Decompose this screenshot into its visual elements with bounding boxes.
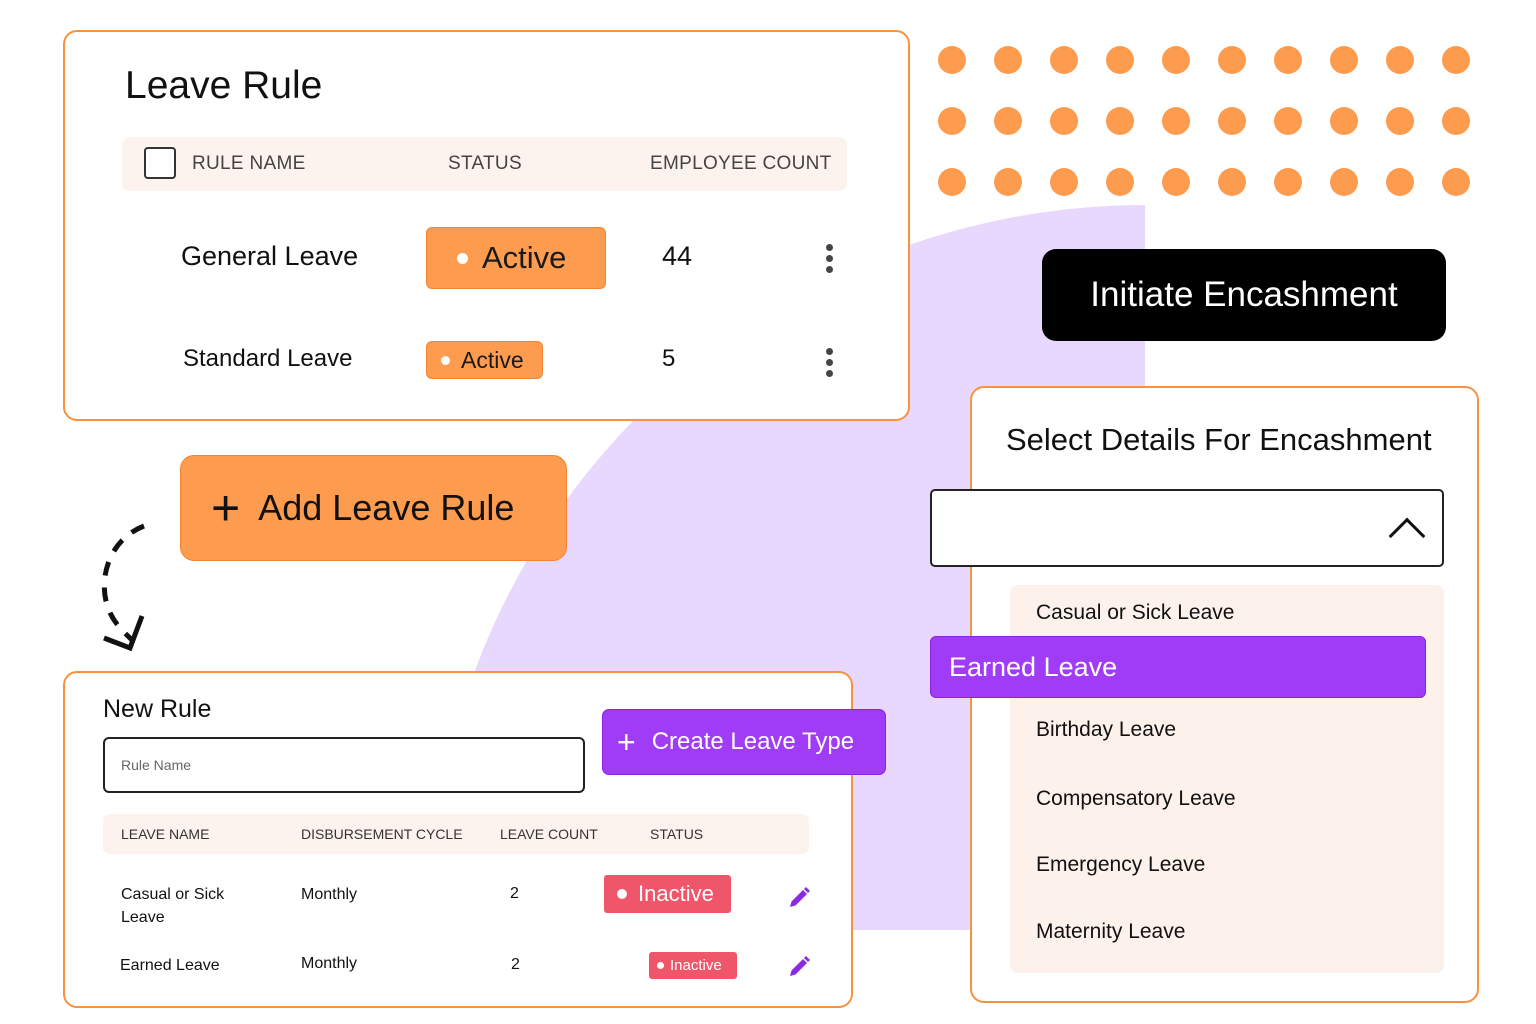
status-badge: Inactive <box>604 875 731 913</box>
dot-pattern <box>938 46 1478 196</box>
dropdown-option[interactable]: Compensatory Leave <box>1036 787 1236 810</box>
disbursement-cycle: Monthly <box>301 886 358 903</box>
add-leave-rule-button[interactable]: + Add Leave Rule <box>180 455 567 561</box>
rule-name-input[interactable]: Rule Name <box>103 737 585 793</box>
col-leave-name: LEAVE NAME <box>121 826 210 842</box>
dropdown-option-selected[interactable]: Earned Leave <box>930 636 1426 698</box>
disbursement-cycle: Monthly <box>301 955 358 972</box>
col-rule-name: RULE NAME <box>192 153 306 174</box>
leave-rule-table-header: RULE NAME STATUS EMPLOYEE COUNT <box>122 137 847 191</box>
employee-count: 44 <box>662 241 693 271</box>
new-rule-title: New Rule <box>103 695 212 723</box>
status-dot-icon <box>657 962 664 969</box>
leave-count: 2 <box>510 885 519 902</box>
col-disbursement-cycle: DISBURSEMENT CYCLE <box>301 826 463 842</box>
add-leave-rule-label: Add Leave Rule <box>258 487 515 528</box>
status-dot-icon <box>457 252 468 264</box>
create-leave-type-label: Create Leave Type <box>651 728 855 755</box>
status-badge: Active <box>426 341 543 379</box>
dropdown-option[interactable]: Maternity Leave <box>1036 920 1186 943</box>
employee-count: 5 <box>662 345 676 372</box>
leave-type-select[interactable] <box>930 489 1444 567</box>
status-badge: Inactive <box>649 952 737 979</box>
status-dot-icon <box>441 355 450 365</box>
plus-icon: + <box>211 480 241 536</box>
rule-name: Standard Leave <box>183 345 353 372</box>
dropdown-option[interactable]: Emergency Leave <box>1036 853 1206 876</box>
plus-icon: + <box>617 724 636 760</box>
leave-name: Earned Leave <box>120 957 220 974</box>
dashed-arrow-icon <box>101 523 145 652</box>
leave-table-header: LEAVE NAME DISBURSEMENT CYCLE LEAVE COUN… <box>103 814 809 854</box>
leave-rule-card: Leave Rule RULE NAME STATUS EMPLOYEE COU… <box>63 30 910 421</box>
col-leave-count: LEAVE COUNT <box>500 826 598 842</box>
chevron-up-icon <box>1388 517 1426 555</box>
create-leave-type-button[interactable]: + Create Leave Type <box>602 709 886 775</box>
leave-rule-title: Leave Rule <box>125 64 323 107</box>
pencil-icon[interactable] <box>787 955 811 979</box>
status-badge: Active <box>426 227 606 289</box>
leave-count: 2 <box>511 956 520 973</box>
pencil-icon[interactable] <box>787 886 811 910</box>
col-employee-count: EMPLOYEE COUNT <box>650 153 832 174</box>
col-status: STATUS <box>650 826 704 842</box>
encashment-title: Select Details For Encashment <box>1006 422 1432 457</box>
more-options-icon[interactable] <box>826 348 834 381</box>
initiate-encashment-button[interactable]: Initiate Encashment <box>1042 249 1446 341</box>
more-options-icon[interactable] <box>826 244 834 277</box>
col-status: STATUS <box>448 153 522 174</box>
status-dot-icon <box>617 889 627 899</box>
select-all-checkbox[interactable] <box>144 147 176 179</box>
dropdown-option[interactable]: Casual or Sick Leave <box>1036 601 1235 624</box>
leave-name: Casual or Sick Leave <box>121 886 225 926</box>
dropdown-option[interactable]: Birthday Leave <box>1036 718 1177 741</box>
rule-name: General Leave <box>181 241 359 271</box>
